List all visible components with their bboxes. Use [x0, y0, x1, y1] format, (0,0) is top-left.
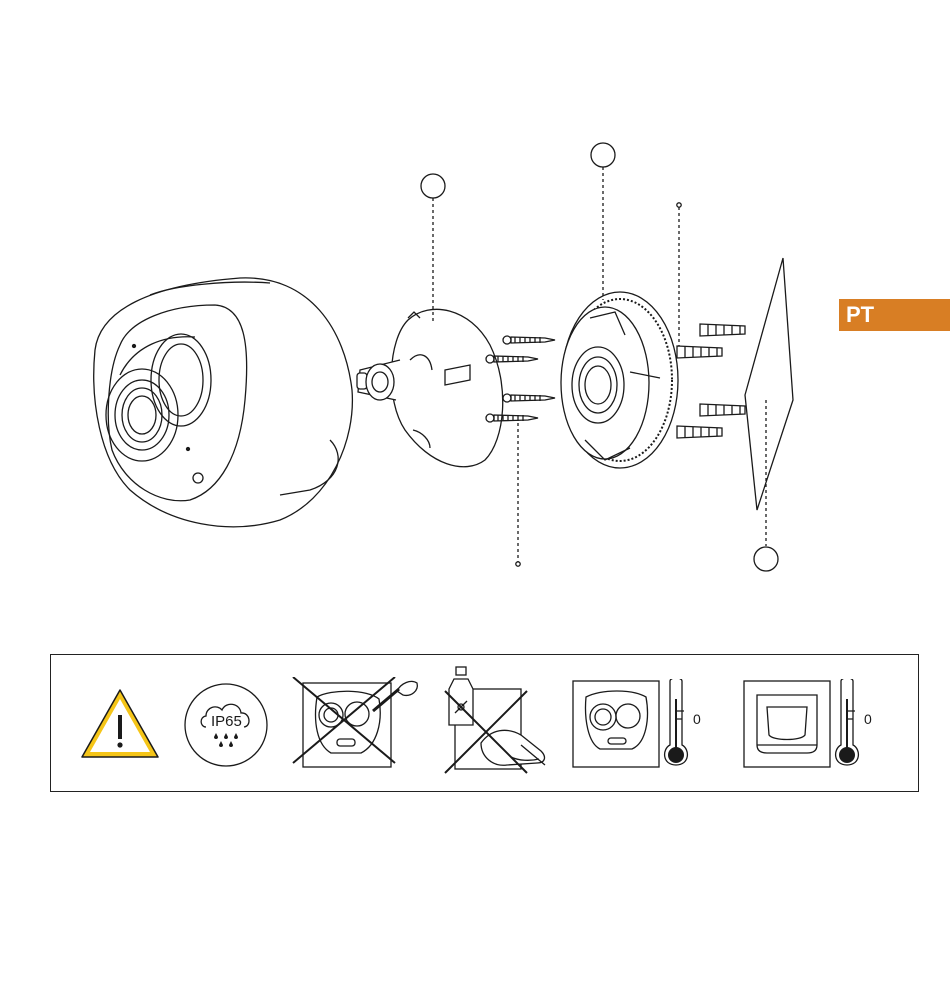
camera-temperature-icon: 0 — [572, 679, 702, 771]
wall-bracket — [561, 292, 678, 468]
language-tab: PT — [839, 299, 950, 331]
care-icons-panel: IP65 — [50, 654, 919, 792]
anchor-2 — [677, 346, 722, 358]
ip65-cloud-rain-icon: IP65 — [184, 683, 268, 767]
callout-circle-1 — [421, 174, 445, 198]
camera-body — [94, 278, 353, 527]
callout-circle-3 — [754, 547, 778, 571]
warning-triangle-icon — [79, 687, 161, 761]
mount-plate — [357, 309, 503, 466]
base-temp-value: 0 — [864, 711, 872, 727]
wall-anchors — [677, 324, 745, 438]
callout-dot-screw — [516, 562, 520, 566]
base-station-temperature-icon: 0 — [743, 679, 873, 771]
screw-3 — [503, 394, 555, 402]
wall-surface — [745, 258, 793, 510]
callout-dot-anchor — [677, 203, 681, 207]
camera-temp-value: 0 — [693, 711, 701, 727]
no-chemical-cleaning-icon — [441, 665, 553, 783]
anchor-1 — [700, 324, 745, 336]
screw-4 — [486, 414, 538, 422]
screw-1 — [503, 336, 555, 344]
installation-exploded-diagram — [0, 0, 950, 640]
anchor-4 — [677, 426, 722, 438]
no-disassemble-icon — [291, 677, 426, 773]
screw-2 — [486, 355, 538, 363]
callout-circle-2 — [591, 143, 615, 167]
anchor-3 — [700, 404, 745, 416]
ip-rating-label: IP65 — [211, 713, 242, 730]
